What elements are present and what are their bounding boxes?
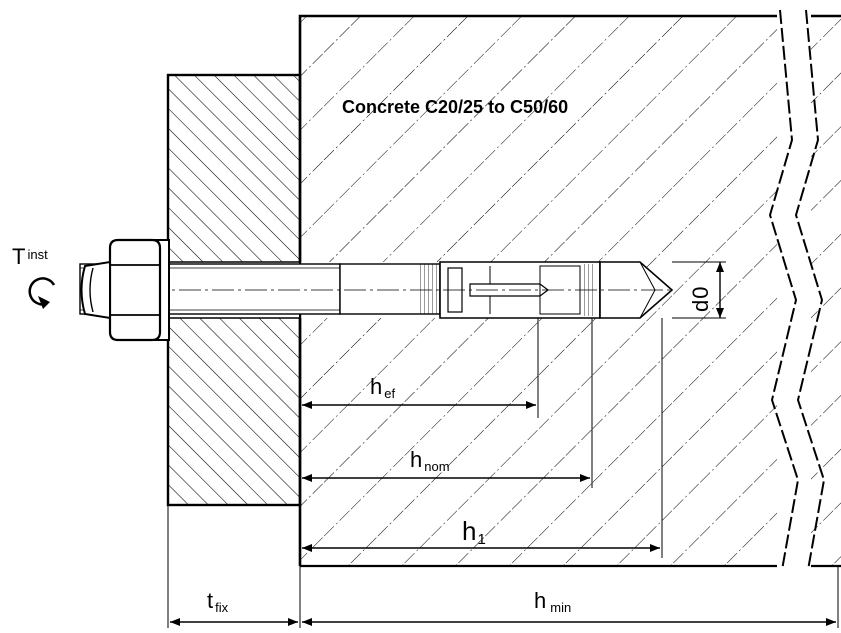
torque-subscript: inst (27, 247, 48, 262)
break-lines (768, 8, 826, 572)
hmin-label: h (534, 588, 546, 613)
svg-text:h1: h1 (462, 516, 486, 548)
hef-subscript: ef (384, 386, 395, 401)
extension-lines (167, 318, 839, 628)
d0-dimension: d0 (672, 261, 726, 319)
tfix-label: t (207, 588, 213, 613)
svg-text:d0: d0 (688, 287, 713, 313)
washer-nut (80, 238, 170, 342)
d0-subscript: 0 (688, 287, 713, 299)
hmin-subscript: min (550, 600, 571, 615)
h1-subscript: 1 (477, 531, 485, 548)
hnom-label: h (410, 447, 422, 472)
anchor-bolt (79, 261, 674, 319)
svg-text:hef: hef (370, 374, 395, 401)
torque-label: T (12, 244, 25, 269)
torque-arrow-icon (28, 277, 56, 306)
h1-label: h (462, 516, 476, 546)
hef-label: h (370, 374, 382, 399)
d0-label: d (688, 300, 713, 312)
concrete-label: Concrete C20/25 to C50/60 (342, 97, 568, 117)
tfix-subscript: fix (215, 600, 229, 615)
h1-dimension: h1 (302, 516, 660, 552)
hnom-subscript: nom (424, 459, 449, 474)
